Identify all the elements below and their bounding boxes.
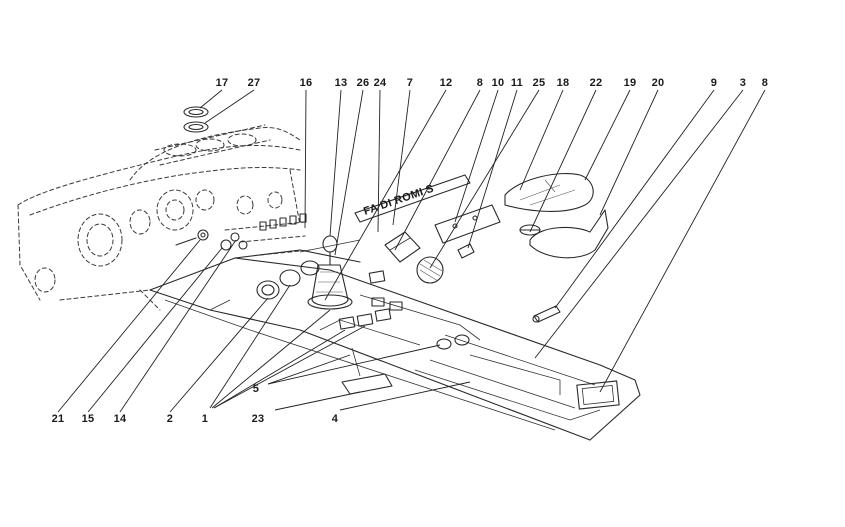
callout-number: 25 bbox=[533, 77, 546, 89]
console-lettering: FA DI ROMI S bbox=[362, 183, 435, 218]
leader-lines bbox=[57, 89, 766, 413]
lens-parts-17-27 bbox=[183, 106, 209, 133]
callout-number: 18 bbox=[557, 77, 570, 89]
callout-number: 22 bbox=[590, 77, 603, 89]
trim-strip bbox=[299, 239, 361, 253]
dashboard-outline bbox=[17, 124, 311, 311]
callout-number: 5 bbox=[253, 383, 259, 395]
round-knob bbox=[416, 256, 444, 284]
callout-number: 2 bbox=[167, 413, 173, 425]
callout-number: 26 bbox=[357, 77, 370, 89]
gear-lever-boot bbox=[307, 235, 353, 310]
callout-number: 4 bbox=[332, 413, 339, 425]
callout-number: 16 bbox=[300, 77, 313, 89]
script-badge: FA DI ROMI S bbox=[354, 174, 471, 223]
bracket-part bbox=[384, 231, 421, 263]
callout-number: 8 bbox=[477, 77, 483, 89]
centre-console bbox=[149, 249, 641, 441]
callout-number: 27 bbox=[248, 77, 261, 89]
callout-number: 9 bbox=[711, 77, 717, 89]
angled-bracket bbox=[529, 209, 609, 259]
callout-number: 11 bbox=[511, 77, 523, 89]
small-connector bbox=[532, 305, 561, 323]
callout-number: 8 bbox=[762, 77, 768, 89]
callout-number: 17 bbox=[216, 77, 229, 89]
callout-number: 21 bbox=[52, 413, 65, 425]
callout-number: 3 bbox=[740, 77, 746, 89]
callout-number: 23 bbox=[252, 413, 265, 425]
callout-number: 24 bbox=[374, 77, 387, 89]
switch-plate bbox=[434, 204, 501, 259]
callout-number: 1 bbox=[202, 413, 208, 425]
callout-number: 14 bbox=[114, 413, 127, 425]
callout-number: 19 bbox=[624, 77, 637, 89]
callout-number: 15 bbox=[82, 413, 95, 425]
callout-number: 13 bbox=[335, 77, 348, 89]
callout-number: 12 bbox=[440, 77, 453, 89]
cover-dome bbox=[504, 172, 594, 236]
dash-switches bbox=[175, 213, 307, 251]
callout-number: 10 bbox=[492, 77, 505, 89]
callout-number: 7 bbox=[407, 77, 413, 89]
callout-number: 20 bbox=[652, 77, 665, 89]
